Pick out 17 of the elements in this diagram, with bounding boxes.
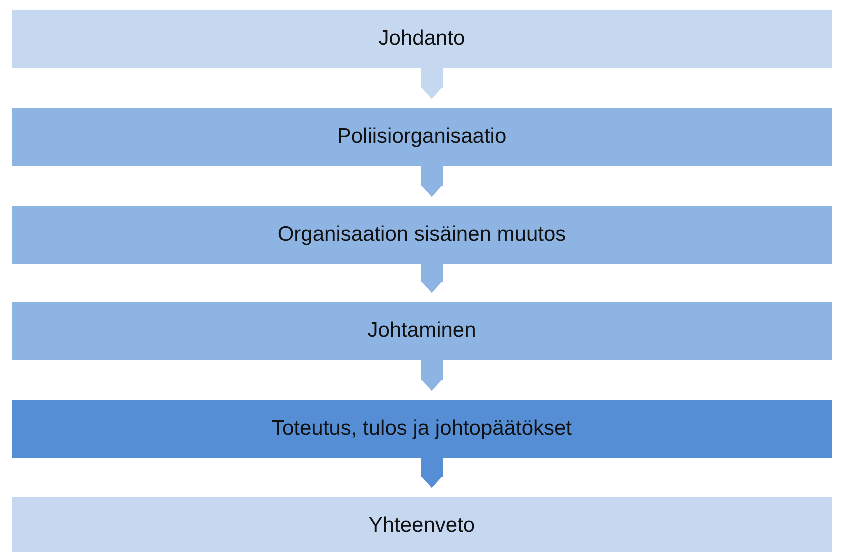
arrow — [421, 458, 443, 488]
process-box — [12, 302, 832, 360]
process-box — [12, 206, 832, 264]
arrow — [421, 166, 443, 198]
process-box — [12, 108, 832, 166]
box-label: Johdanto — [378, 27, 466, 51]
arrow — [421, 264, 443, 294]
process-box — [12, 400, 832, 458]
box-label: Johtaminen — [368, 319, 476, 343]
arrow — [421, 68, 443, 100]
process-box — [12, 497, 832, 552]
process-box — [12, 10, 832, 68]
arrow — [421, 360, 443, 392]
box-label: Toteutus, tulos ja johtopäätökset — [272, 417, 572, 441]
box-label: Yhteenveto — [368, 514, 476, 538]
box-label: Organisaation sisäinen muutos — [278, 223, 566, 247]
box-label: Poliisiorganisaatio — [337, 125, 507, 149]
